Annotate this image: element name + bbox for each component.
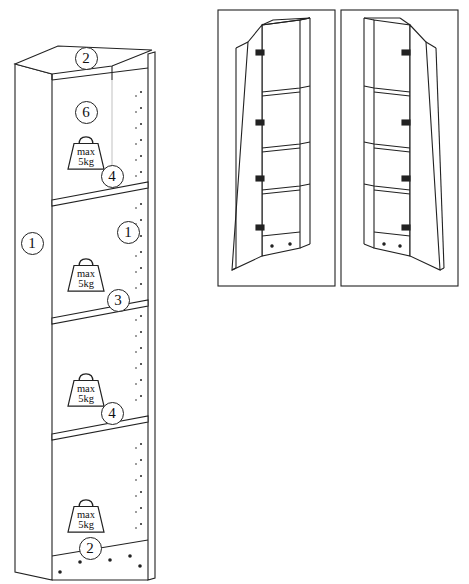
weight-limit-icon: max 5kg bbox=[66, 372, 106, 408]
callout-text: 1 bbox=[28, 236, 36, 251]
callout-text: 3 bbox=[114, 293, 122, 308]
callout-text: 1 bbox=[124, 225, 132, 240]
weight-limit-icon: max 5kg bbox=[66, 135, 106, 171]
callout-number: 6 bbox=[75, 101, 98, 124]
callout-number: 4 bbox=[101, 402, 124, 425]
callout-text: 6 bbox=[82, 105, 90, 120]
weight-label: max 5kg bbox=[74, 384, 98, 404]
callout-text: 4 bbox=[108, 169, 116, 184]
callout-number: 4 bbox=[101, 165, 124, 188]
callout-number: 1 bbox=[21, 232, 44, 255]
weight-label: max 5kg bbox=[74, 510, 98, 530]
callout-number: 2 bbox=[79, 537, 102, 560]
callout-text: 2 bbox=[82, 51, 90, 66]
weight-label: max 5kg bbox=[74, 147, 98, 167]
callout-text: 2 bbox=[86, 541, 94, 556]
weight-label: max 5kg bbox=[74, 269, 98, 289]
callout-number: 2 bbox=[75, 47, 98, 70]
weight-limit-icon: max 5kg bbox=[66, 257, 106, 293]
callout-number: 3 bbox=[107, 289, 130, 312]
callout-text: 4 bbox=[108, 406, 116, 421]
weight-limit-icon: max 5kg bbox=[66, 498, 106, 534]
callout-number: 1 bbox=[117, 221, 140, 244]
